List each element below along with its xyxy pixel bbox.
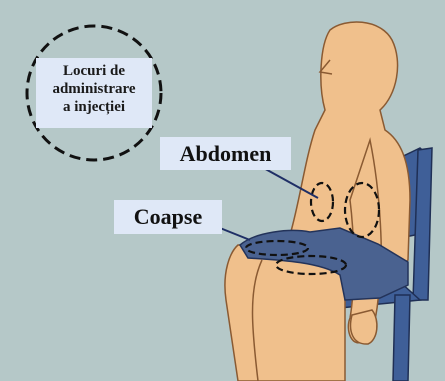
hand bbox=[351, 310, 377, 344]
legend-line-2: administrare bbox=[36, 80, 152, 98]
legend-line-1: Locuri de bbox=[36, 62, 152, 80]
abdomen-label: Abdomen bbox=[160, 137, 291, 170]
legend-line-3: a injecției bbox=[36, 98, 152, 116]
legend-text: Locuri de administrare a injecției bbox=[36, 62, 152, 116]
thighs-label: Coapse bbox=[114, 200, 222, 234]
